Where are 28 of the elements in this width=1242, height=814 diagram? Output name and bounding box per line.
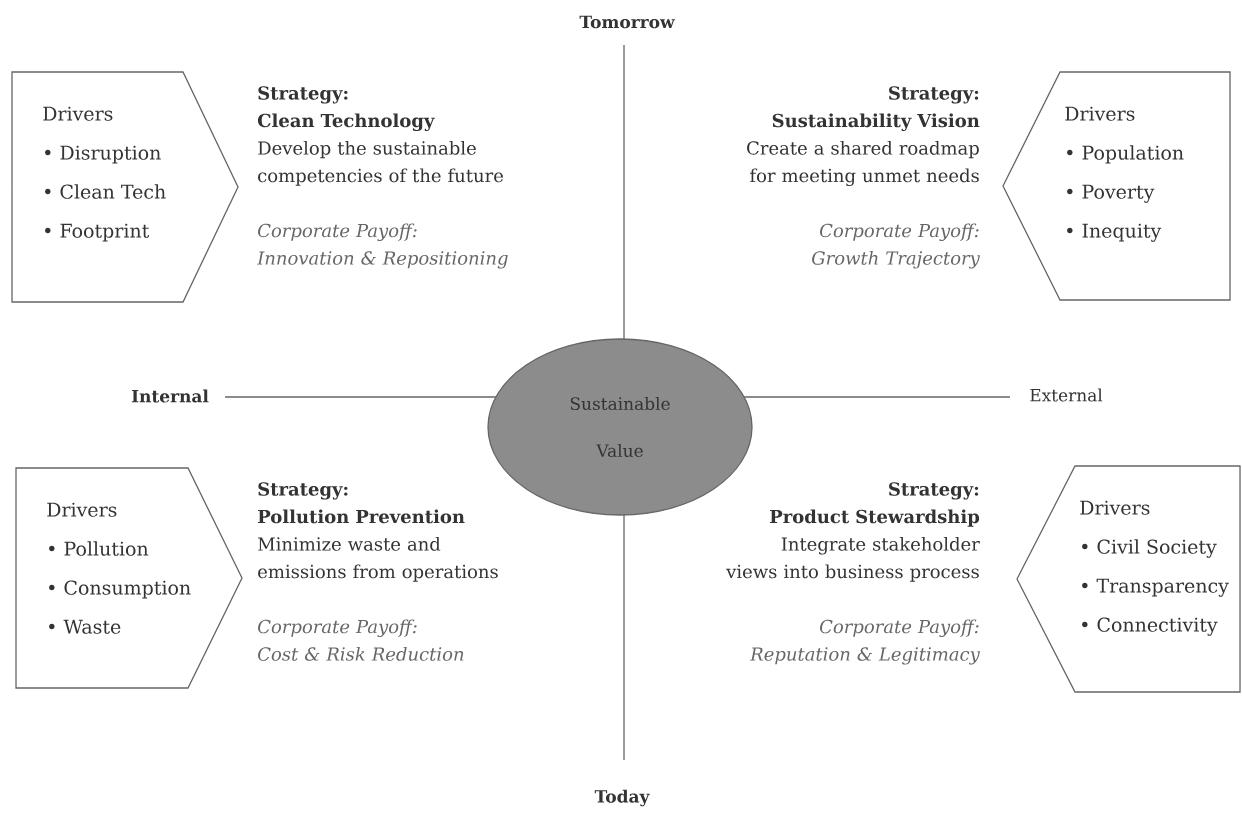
axis-label: External: [1030, 388, 1103, 402]
axis-label: Internal: [131, 389, 209, 403]
strategy-label: Strategy:: [258, 86, 348, 104]
strategy-label: Strategy:: [889, 86, 979, 104]
payoff-text: Reputation & Legitimacy: [749, 647, 980, 665]
payoff-label: Corporate Payoff:: [820, 619, 979, 638]
axis-label: Tomorrow: [579, 15, 675, 29]
strategy-description: Create a shared roadmap for meeting unmet needs: [747, 140, 979, 187]
strategy-name: Product Stewardship: [770, 509, 980, 527]
payoff-label: Corporate Payoff:: [258, 223, 417, 242]
strategy-description: Minimize waste and emissions from operations: [258, 536, 498, 582]
payoff-text: Growth Trajectory: [812, 250, 980, 269]
strategy-name: Sustainability Vision: [772, 113, 980, 132]
driver-box: Drivers • Disruption • Clean Tech • Footprint: [11, 71, 239, 303]
strategy-name: Pollution Prevention: [258, 509, 465, 524]
axis-label: Today: [594, 789, 650, 807]
strategy-label: Strategy:: [889, 482, 979, 500]
driver-box: Drivers • Civil Society • Transparency • Connectivity: [1016, 465, 1241, 693]
driver-box: Drivers • Population • Poverty • Inequity: [1002, 71, 1231, 301]
strategy-label: Strategy:: [258, 482, 348, 500]
strategy-description: Integrate stakeholder views into business process: [726, 536, 980, 582]
strategy-description: Develop the sustainable competencies of the future: [258, 140, 503, 186]
payoff-text: Cost & Risk Reduction: [258, 646, 464, 661]
payoff-label: Corporate Payoff:: [258, 619, 417, 638]
payoff-label: Corporate Payoff:: [820, 223, 979, 242]
payoff-text: Innovation & Repositioning: [256, 251, 508, 269]
strategy-name: Clean Technology: [257, 113, 435, 132]
driver-box: Drivers • Pollution • Consumption • Waste: [15, 467, 243, 689]
